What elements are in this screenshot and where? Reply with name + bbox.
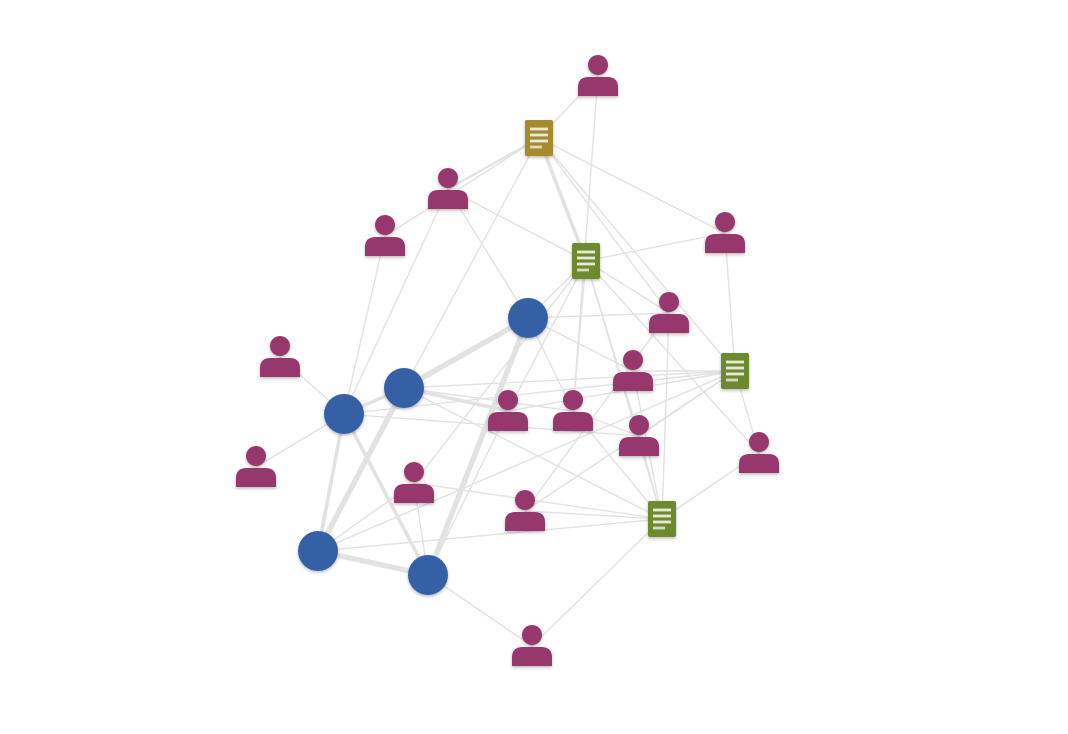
- edge-doc-2-person-13: [585, 260, 760, 454]
- node-doc-2[interactable]: [572, 243, 600, 279]
- node-person-11[interactable]: [619, 415, 659, 456]
- node-hub-d[interactable]: [298, 531, 338, 571]
- edge-person-9-doc-2: [507, 260, 587, 412]
- edge-doc-1-person-3: [384, 137, 540, 237]
- node-person-6[interactable]: [649, 292, 689, 333]
- person-icon: [428, 168, 468, 209]
- person-icon: [649, 292, 689, 333]
- node-doc-1[interactable]: [525, 120, 553, 156]
- edge-person-10-doc-2: [572, 260, 587, 412]
- node-doc-3[interactable]: [721, 353, 749, 389]
- edge-hub-c-hub-d: [316, 412, 346, 553]
- edge-person-4-doc-2: [585, 232, 726, 262]
- node-person-14[interactable]: [505, 490, 545, 531]
- edge-hub-a-hub-e: [425, 315, 531, 578]
- edge-hub-b-hub-d: [315, 385, 407, 554]
- node-person-5[interactable]: [260, 336, 300, 377]
- edge-doc-1-doc-2: [537, 136, 588, 263]
- edge-person-2-hub-c: [343, 188, 449, 415]
- person-icon: [505, 490, 545, 531]
- node-person-15[interactable]: [512, 625, 552, 666]
- person-icon: [236, 446, 276, 487]
- edge-doc-4-person-6: [661, 312, 670, 520]
- edge-person-4-doc-3: [724, 232, 736, 372]
- person-icon: [739, 432, 779, 473]
- node-person-2[interactable]: [428, 168, 468, 209]
- person-icon: [619, 415, 659, 456]
- document-icon: [525, 120, 553, 156]
- node-person-13[interactable]: [739, 432, 779, 473]
- node-person-3[interactable]: [365, 215, 405, 256]
- edge-doc-1-person-2: [446, 136, 541, 191]
- edge-person-2-hub-a: [447, 188, 529, 319]
- hub-circle-icon: [298, 531, 338, 571]
- node-layer: [236, 55, 779, 666]
- edge-person-6-person-14: [524, 312, 670, 512]
- hub-circle-icon: [408, 555, 448, 595]
- document-icon: [648, 501, 676, 537]
- person-icon: [553, 390, 593, 431]
- edge-hub-b-doc-4: [403, 387, 663, 520]
- edge-hub-b-doc-3: [403, 370, 736, 389]
- node-hub-a[interactable]: [508, 298, 548, 338]
- edge-hub-d-doc-4: [317, 518, 663, 552]
- document-icon: [572, 243, 600, 279]
- node-person-1[interactable]: [578, 55, 618, 96]
- document-icon: [721, 353, 749, 389]
- edge-hub-e-person-9: [427, 410, 509, 576]
- person-icon: [394, 462, 434, 503]
- edge-person-2-doc-2: [447, 188, 587, 262]
- hub-circle-icon: [508, 298, 548, 338]
- person-icon: [365, 215, 405, 256]
- edge-doc-1-person-4: [538, 137, 726, 234]
- node-hub-c[interactable]: [324, 394, 364, 434]
- edge-person-3-hub-c: [343, 235, 386, 415]
- edge-doc-1-doc-3: [538, 137, 736, 372]
- edge-hub-a-person-6: [527, 312, 670, 319]
- hub-circle-icon: [384, 368, 424, 408]
- person-icon: [260, 336, 300, 377]
- node-person-12[interactable]: [394, 462, 434, 503]
- edge-doc-1-hub-b: [403, 137, 540, 389]
- person-icon: [578, 55, 618, 96]
- edge-doc-2-person-12: [413, 260, 587, 484]
- node-person-8[interactable]: [236, 446, 276, 487]
- node-person-10[interactable]: [553, 390, 593, 431]
- node-person-4[interactable]: [705, 212, 745, 253]
- edge-doc-4-person-15: [531, 518, 663, 647]
- edge-doc-1-person-6: [538, 137, 670, 314]
- hub-circle-icon: [324, 394, 364, 434]
- node-doc-4[interactable]: [648, 501, 676, 537]
- edge-hub-b-person-10: [403, 387, 574, 412]
- node-person-9[interactable]: [488, 390, 528, 431]
- node-person-7[interactable]: [613, 350, 653, 391]
- person-icon: [512, 625, 552, 666]
- edge-hub-c-hub-e: [342, 412, 430, 577]
- edge-doc-4-person-12: [413, 482, 663, 520]
- person-icon: [705, 212, 745, 253]
- node-hub-b[interactable]: [384, 368, 424, 408]
- node-hub-e[interactable]: [408, 555, 448, 595]
- person-icon: [488, 390, 528, 431]
- edge-doc-4-person-14: [524, 510, 663, 520]
- edge-hub-a-hub-b: [401, 315, 531, 391]
- edge-hub-e-person-15: [427, 574, 533, 647]
- person-icon: [613, 350, 653, 391]
